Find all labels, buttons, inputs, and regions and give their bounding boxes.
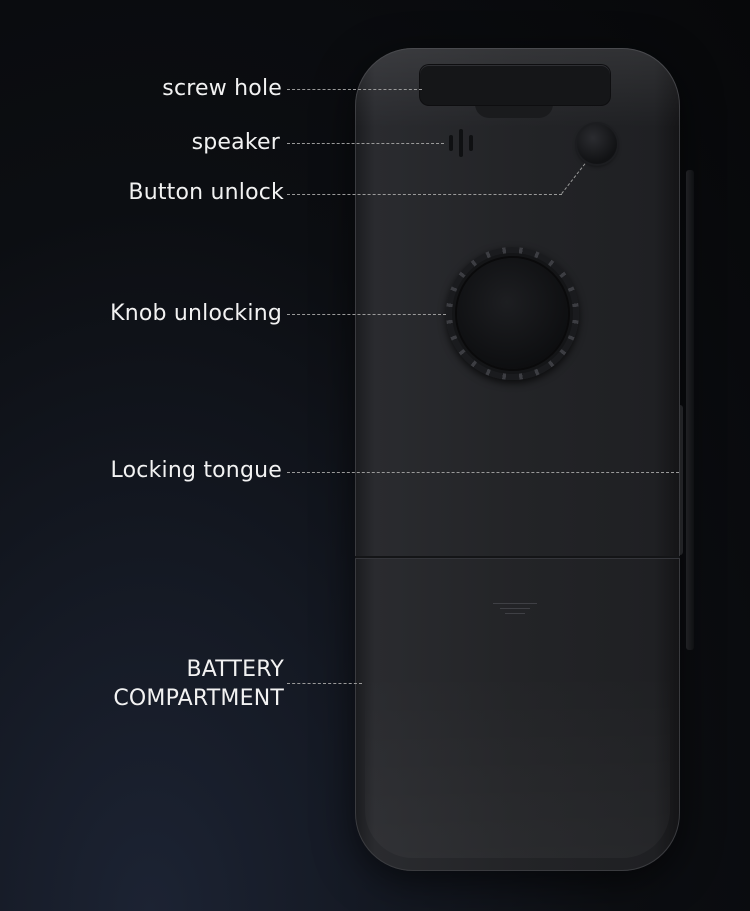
screw-hole-cover [420,65,610,105]
leader-locking-tongue [287,472,679,473]
screw-hole-notch [475,104,553,118]
leader-battery-compartment [287,683,362,684]
battery-compartment-cover [365,668,670,858]
locking-tongue [677,405,683,555]
label-locking-tongue: Locking tongue [110,458,282,483]
side-mounting-rail [686,170,694,650]
battery-cover-mark-icon [493,603,537,617]
leader-button-unlock [287,194,562,195]
label-button-unlock: Button unlock [128,180,284,205]
knob-face [457,258,568,369]
battery-compartment-seam [355,556,680,558]
speaker-grille-icon [445,126,477,158]
label-battery-compartment: BATTERY COMPARTMENT [113,655,284,713]
label-knob-unlocking: Knob unlocking [110,301,282,326]
unlock-button [577,124,617,164]
leader-screw-hole [287,89,422,90]
label-battery-line-1: BATTERY [186,657,284,682]
label-speaker: speaker [191,130,280,155]
leader-knob-unlocking [287,314,446,315]
label-screw-hole: screw hole [162,76,282,101]
leader-speaker [287,143,444,144]
smart-lock-device [355,48,680,871]
label-battery-line-2: COMPARTMENT [113,686,284,711]
